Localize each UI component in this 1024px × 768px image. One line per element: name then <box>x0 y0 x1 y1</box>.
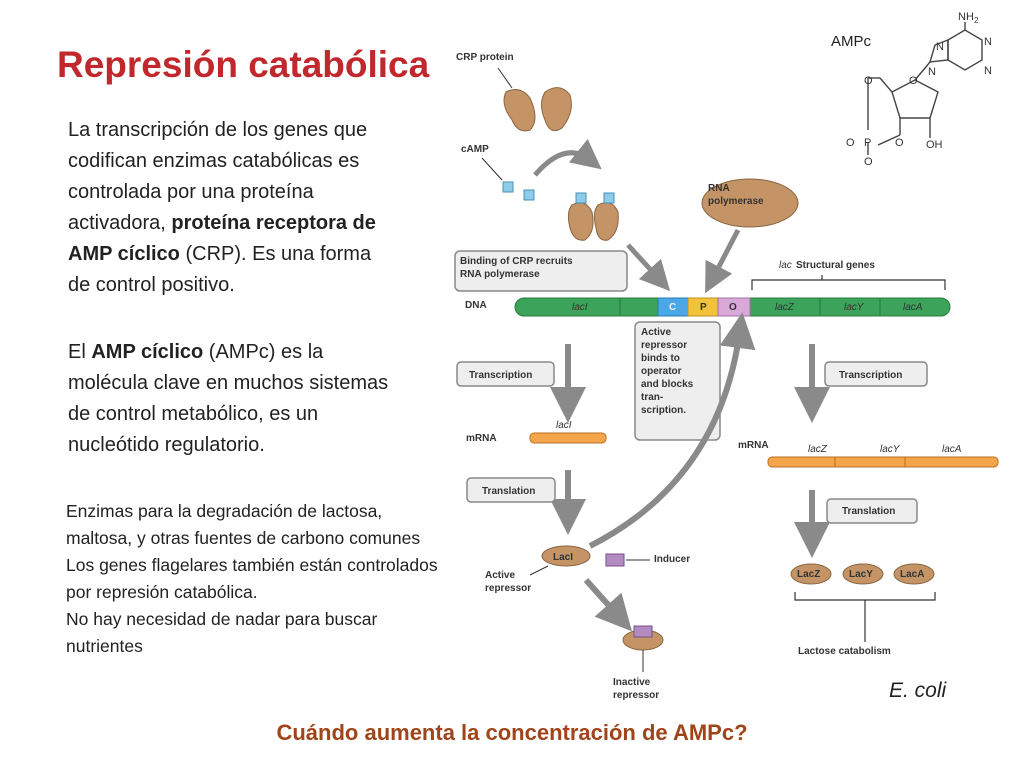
svg-text:LacI: LacI <box>553 552 573 563</box>
svg-text:lacY: lacY <box>880 444 901 455</box>
lac-prefix: lac <box>779 260 792 271</box>
mrna-lac-structural <box>767 456 999 468</box>
svg-text:Transcription: Transcription <box>469 370 532 381</box>
inactive-repressor-label-1: Inactive <box>613 677 651 688</box>
svg-text:and blocks: and blocks <box>641 379 694 390</box>
dna-strand <box>514 297 951 317</box>
svg-text:RNA polymerase: RNA polymerase <box>460 269 540 280</box>
catabolism-bracket <box>794 592 936 601</box>
laca-gene: lacA <box>903 302 923 313</box>
svg-text:lacA: lacA <box>942 444 962 455</box>
svg-text:Translation: Translation <box>842 506 895 517</box>
svg-text:tran-: tran- <box>641 392 663 403</box>
mrna-laci <box>529 432 607 444</box>
arrow-rnap-to-dna <box>705 228 741 294</box>
p2-text-bold: AMP cíclico <box>91 341 204 363</box>
svg-text:Active: Active <box>641 327 671 338</box>
lacz-protein <box>790 563 832 585</box>
svg-text:P: P <box>864 137 871 149</box>
svg-text:O: O <box>895 137 904 149</box>
inducer <box>605 553 625 567</box>
p2-text-a: El <box>68 341 92 363</box>
slide-title: Represión catabólica <box>57 44 430 85</box>
svg-text:O: O <box>909 75 918 87</box>
laca-protein <box>893 563 935 585</box>
c-region: C <box>669 302 676 313</box>
svg-text:polymerase: polymerase <box>708 196 764 207</box>
svg-text:scription.: scription. <box>641 405 686 416</box>
svg-text:LacA: LacA <box>900 569 924 580</box>
svg-text:Binding of CRP recruits: Binding of CRP recruits <box>460 256 573 267</box>
svg-text:N: N <box>928 66 936 78</box>
camp-square <box>502 181 514 193</box>
translation-right-box <box>826 498 918 524</box>
dna-label: DNA <box>465 300 487 311</box>
svg-text:operator: operator <box>641 366 682 377</box>
lactose-catabolism-label: Lactose catabolism <box>798 646 891 657</box>
lacz-gene: lacZ <box>775 302 795 313</box>
svg-text:Transcription: Transcription <box>839 370 902 381</box>
arrow-crp-to-dna <box>626 243 671 292</box>
svg-text:lacI: lacI <box>556 420 572 431</box>
active-repressor-label-2: repressor <box>485 583 531 594</box>
laci-protein <box>541 545 591 567</box>
svg-text:OH: OH <box>926 139 943 151</box>
svg-text:N: N <box>984 65 992 77</box>
curved-arrow <box>533 138 602 177</box>
transcription-right-box <box>824 361 928 387</box>
binding-info-box <box>454 250 628 292</box>
repressor-to-operator-arrow <box>588 312 756 549</box>
paragraph-enzymes: Enzimas para la degradación de lactosa, … <box>66 501 438 656</box>
paragraph-ampc: El AMP cíclico (AMPc) es la molécula cla… <box>68 337 408 461</box>
camp-molecule-labels: NH 2 N N N N O O O OH P O O <box>846 11 992 168</box>
ampc-label: AMPc <box>831 33 872 50</box>
laci-gene: lacI <box>572 302 588 313</box>
p-region: P <box>700 302 707 313</box>
svg-text:N: N <box>984 36 992 48</box>
rna-polymerase <box>701 178 799 228</box>
active-repressor-box <box>634 321 721 441</box>
crp-camp-complex <box>567 192 619 241</box>
svg-text:LacY: LacY <box>849 569 873 580</box>
svg-text:repressor: repressor <box>641 340 687 351</box>
mrna-right-label: mRNA <box>738 440 769 451</box>
translation-left-box <box>466 477 556 503</box>
svg-text:LacZ: LacZ <box>797 569 820 580</box>
crp-protein-dimer <box>503 87 572 132</box>
p2-text-b: (AMPc) es la molécula clave en muchos si… <box>68 341 389 456</box>
inactive-repressor-label-2: repressor <box>613 690 659 701</box>
transcription-left-box <box>456 361 555 387</box>
lacy-protein <box>842 563 884 585</box>
camp-label: cAMP <box>461 144 489 155</box>
organism-label: E. coli <box>889 679 947 702</box>
camp-molecule <box>867 22 983 155</box>
inducer-label: Inducer <box>654 554 690 565</box>
svg-text:binds to: binds to <box>641 353 680 364</box>
p1-text-a: La transcripción de los genes que codifi… <box>68 119 368 234</box>
o-region: O <box>729 302 737 313</box>
svg-text:RNA: RNA <box>708 183 730 194</box>
p1-text-b: (CRP). Es una forma de control positivo. <box>68 243 372 296</box>
svg-text:2: 2 <box>974 16 979 25</box>
svg-text:O: O <box>864 156 873 168</box>
camp-square <box>523 189 535 201</box>
nh2-label: NH <box>958 11 974 23</box>
svg-text:Translation: Translation <box>482 486 535 497</box>
structural-genes-label: Structural genes <box>796 260 875 271</box>
lacy-gene: lacY <box>844 302 865 313</box>
active-repressor-label-1: Active <box>485 570 515 581</box>
structural-genes-bracket <box>751 279 946 290</box>
paragraph-crp: La transcripción de los genes que codifi… <box>68 115 398 301</box>
svg-text:lacZ: lacZ <box>808 444 828 455</box>
mrna-left-label: mRNA <box>466 433 497 444</box>
svg-text:N: N <box>936 41 944 53</box>
p1-text-bold: proteína receptora de AMP cíclico <box>68 212 376 265</box>
svg-text:O: O <box>846 137 855 149</box>
question: Cuándo aumenta la concentración de AMPc? <box>276 720 748 745</box>
crp-protein-label: CRP protein <box>456 52 514 63</box>
svg-text:O: O <box>864 75 873 87</box>
